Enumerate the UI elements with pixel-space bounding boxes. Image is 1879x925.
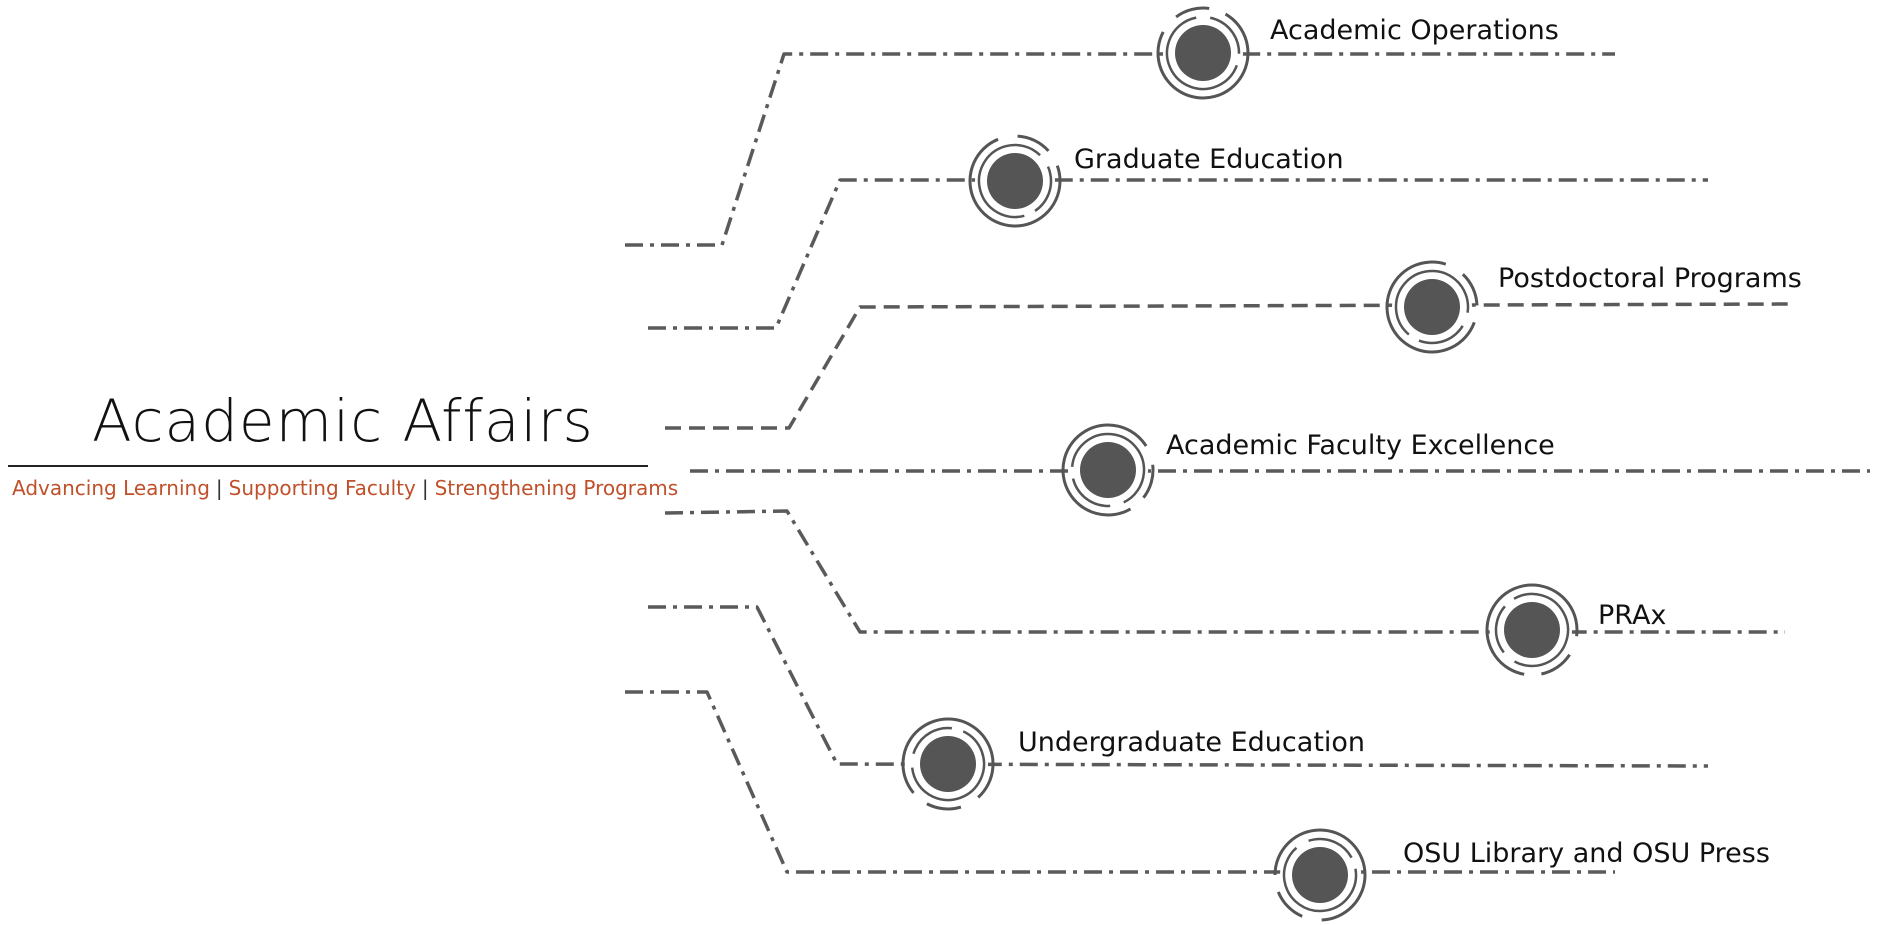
node-bullet-osu-library-press[interactable] [1273,828,1367,922]
connector-line-prax [664,509,1785,634]
node-bullet-academic-faculty-excellence[interactable] [1047,409,1170,532]
node-bullet-academic-operations[interactable] [1142,0,1265,114]
node-label-postdoctoral-programs[interactable]: Postdoctoral Programs [1498,263,1802,294]
node-label-prax[interactable]: PRAx [1598,600,1667,631]
node-label-academic-faculty-excellence[interactable]: Academic Faculty Excellence [1166,430,1555,461]
node-label-osu-library-press[interactable]: OSU Library and OSU Press [1403,838,1770,869]
title-underline [8,465,648,467]
node-bullet-postdoctoral-programs[interactable] [1374,249,1489,364]
node-label-academic-operations[interactable]: Academic Operations [1270,15,1559,46]
connector-line-undergraduate-education [648,605,1709,768]
tagline-part-programs: Strengthening Programs [434,476,679,500]
tagline-part-faculty: Supporting Faculty [228,476,416,500]
connector-line-osu-library-press [625,690,1615,874]
node-bullet-prax[interactable] [1480,578,1584,682]
connector-line-academic-operations [625,52,1615,247]
diagram-title: Academic Affairs [92,387,594,455]
tagline: Advancing Learning|Supporting Faculty|St… [12,476,678,500]
node-label-graduate-education[interactable]: Graduate Education [1074,144,1344,175]
node-bullet-graduate-education[interactable] [957,123,1072,238]
connector-line-postdoctoral-programs [665,302,1793,430]
node-label-undergraduate-education[interactable]: Undergraduate Education [1018,727,1366,758]
tagline-part-learning: Advancing Learning [12,476,210,500]
tagline-separator: | [215,476,223,500]
tagline-separator: | [421,476,429,500]
node-bullet-undergraduate-education[interactable] [885,701,1012,828]
connector-line-graduate-education [648,178,1708,330]
